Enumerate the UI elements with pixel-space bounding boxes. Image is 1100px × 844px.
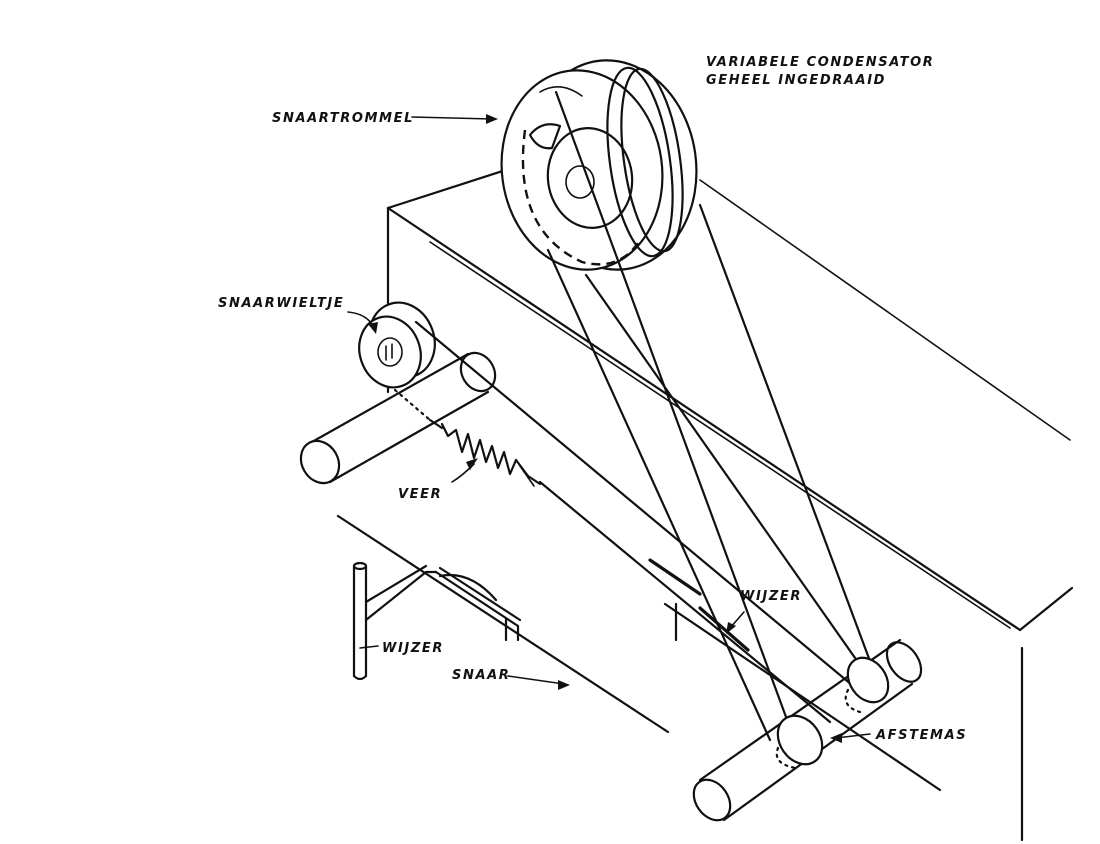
wijzer-detail <box>352 561 522 681</box>
snaarwieltje-pulley <box>358 301 436 389</box>
chassis-box <box>386 166 1074 842</box>
label-snaar: SNAAR <box>452 668 510 683</box>
snaartrommel-drum <box>500 59 698 271</box>
afstemas-shaft <box>692 638 923 822</box>
pulley-shaft <box>299 351 497 485</box>
label-variabele-condensator: VARIABELE CONDENSATOR <box>706 55 934 70</box>
cord-pulley-to-shaft <box>393 320 872 724</box>
veer-spring <box>428 418 542 487</box>
label-geheel-ingedraaid: GEHEEL INGEDRAAID <box>706 73 886 88</box>
label-veer: VEER <box>398 487 442 502</box>
label-wijzer-right: WIJZER <box>740 589 802 604</box>
cord-drum-to-shaft <box>546 90 882 757</box>
labels: VARIABELE CONDENSATOR GEHEEL INGEDRAAID … <box>218 55 967 743</box>
label-snaartrommel: SNAARTROMMEL <box>272 111 414 126</box>
label-afstemas: AFSTEMAS <box>875 728 967 743</box>
label-snaarwieltje: SNAARWIELTJE <box>218 296 344 311</box>
chassis-base-lines <box>336 514 942 792</box>
label-wijzer-left: WIJZER <box>382 641 444 656</box>
leader-lines <box>347 114 871 743</box>
wijzer-on-cord <box>648 558 750 652</box>
